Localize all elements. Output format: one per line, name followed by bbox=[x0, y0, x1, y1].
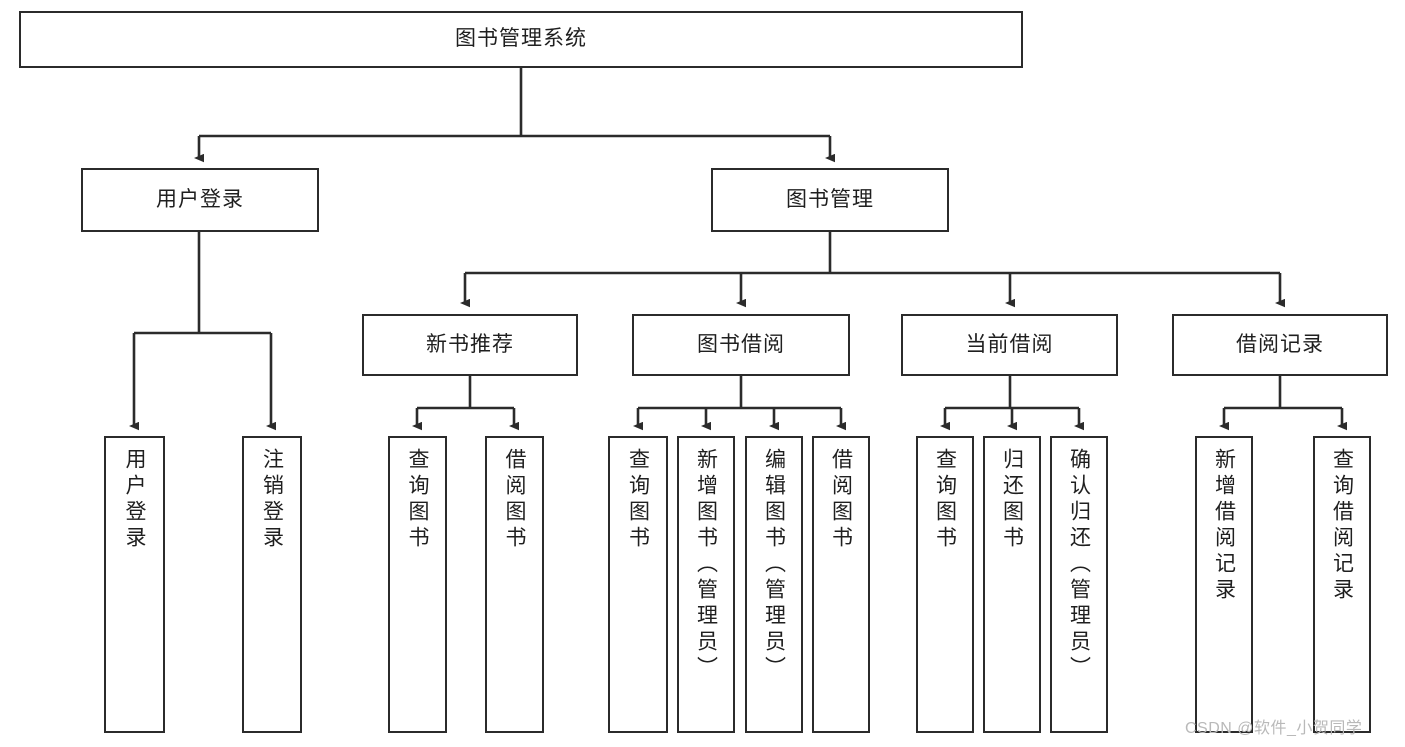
node-leaf-confirm-return-label: 确认归还（管理员） bbox=[1067, 448, 1091, 682]
node-leaf-add-book-label: 新增图书（管理员） bbox=[694, 448, 718, 682]
node-leaf-edit-book[interactable]: 编辑图书（管理员） bbox=[745, 436, 803, 733]
node-new-book-recommend-label: 新书推荐 bbox=[426, 332, 514, 356]
node-leaf-user-logout-label: 注销登录 bbox=[260, 448, 284, 552]
node-leaf-user-logout[interactable]: 注销登录 bbox=[242, 436, 302, 733]
node-leaf-query-book-1-label: 查询图书 bbox=[406, 448, 429, 552]
node-leaf-borrow-book-2[interactable]: 借阅图书 bbox=[812, 436, 870, 733]
node-root[interactable]: 图书管理系统 bbox=[19, 11, 1023, 68]
node-book-manage-label: 图书管理 bbox=[786, 187, 874, 211]
node-book-borrow[interactable]: 图书借阅 bbox=[632, 314, 850, 376]
node-leaf-add-book[interactable]: 新增图书（管理员） bbox=[677, 436, 735, 733]
node-leaf-query-book-3[interactable]: 查询图书 bbox=[916, 436, 974, 733]
node-current-borrow[interactable]: 当前借阅 bbox=[901, 314, 1118, 376]
node-leaf-confirm-return[interactable]: 确认归还（管理员） bbox=[1050, 436, 1108, 733]
node-leaf-borrow-book-2-label: 借阅图书 bbox=[829, 448, 853, 552]
node-new-book-recommend[interactable]: 新书推荐 bbox=[362, 314, 578, 376]
node-leaf-query-record[interactable]: 查询借阅记录 bbox=[1313, 436, 1371, 733]
node-leaf-query-book-3-label: 查询图书 bbox=[933, 448, 957, 552]
node-leaf-return-book-label: 归还图书 bbox=[1000, 448, 1024, 552]
node-user-login-label: 用户登录 bbox=[156, 187, 244, 211]
node-book-borrow-label: 图书借阅 bbox=[697, 332, 785, 356]
node-leaf-user-login[interactable]: 用户登录 bbox=[104, 436, 165, 733]
node-leaf-edit-book-label: 编辑图书（管理员） bbox=[762, 448, 786, 682]
node-current-borrow-label: 当前借阅 bbox=[965, 332, 1054, 356]
node-root-label: 图书管理系统 bbox=[455, 27, 587, 51]
node-book-manage[interactable]: 图书管理 bbox=[711, 168, 949, 232]
node-leaf-query-book-1[interactable]: 查询图书 bbox=[388, 436, 447, 733]
node-user-login[interactable]: 用户登录 bbox=[81, 168, 319, 232]
node-borrow-record-label: 借阅记录 bbox=[1236, 332, 1324, 356]
node-leaf-return-book[interactable]: 归还图书 bbox=[983, 436, 1041, 733]
node-leaf-borrow-book-1-label: 借阅图书 bbox=[503, 448, 526, 552]
node-leaf-query-book-2-label: 查询图书 bbox=[626, 448, 650, 552]
node-leaf-user-login-label: 用户登录 bbox=[123, 448, 146, 552]
node-leaf-borrow-book-1[interactable]: 借阅图书 bbox=[485, 436, 544, 733]
node-leaf-query-book-2[interactable]: 查询图书 bbox=[608, 436, 668, 733]
node-leaf-query-record-label: 查询借阅记录 bbox=[1330, 448, 1354, 604]
node-borrow-record[interactable]: 借阅记录 bbox=[1172, 314, 1388, 376]
node-leaf-add-record-label: 新增借阅记录 bbox=[1212, 448, 1236, 604]
node-leaf-add-record[interactable]: 新增借阅记录 bbox=[1195, 436, 1253, 733]
